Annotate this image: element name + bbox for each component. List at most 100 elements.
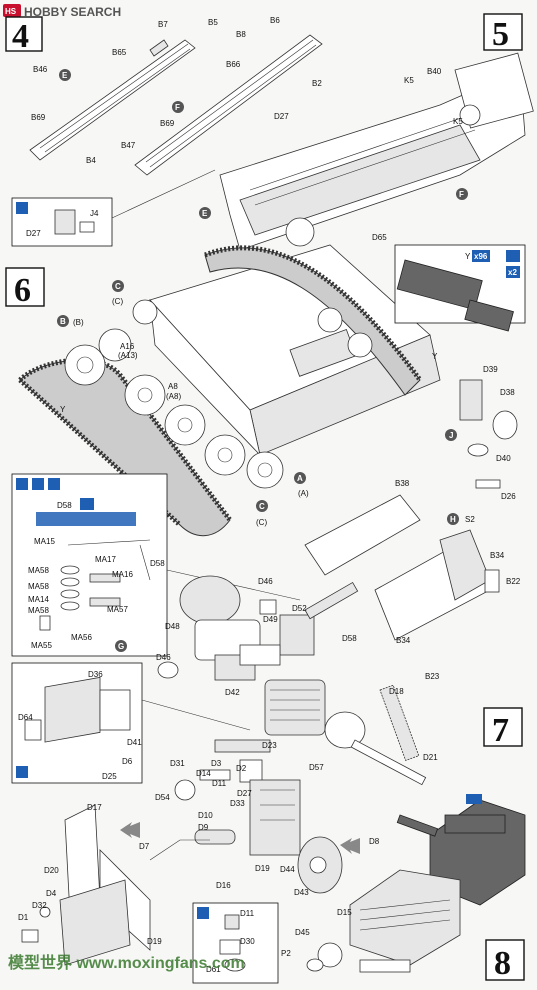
engine-lower-assembly <box>306 869 461 973</box>
rear-hull-panel <box>304 494 500 641</box>
label-d44: D44 <box>280 865 295 874</box>
step-5-number: 5 <box>492 16 509 53</box>
label-d7: D7 <box>139 842 150 851</box>
label-d41: D41 <box>127 738 142 747</box>
label-d26: D26 <box>501 492 516 501</box>
label-ma16: MA16 <box>112 570 133 579</box>
track-lower <box>18 357 232 537</box>
label-d48: D48 <box>165 622 180 631</box>
label-d25: D25 <box>102 772 117 781</box>
label-a8-paren: (A8) <box>166 392 181 401</box>
label-d49: D49 <box>263 615 278 624</box>
label-ma58-2: MA58 <box>28 582 49 591</box>
transmission-assembly <box>157 575 359 681</box>
step-5-box: 5 <box>483 13 523 53</box>
watermark-text: 模型世界 www.moxingfans.com <box>8 953 245 972</box>
label-ma17: MA17 <box>95 555 116 564</box>
step-6-number: 6 <box>14 272 31 309</box>
label-d57: D57 <box>309 763 324 772</box>
label-d31: D31 <box>170 759 185 768</box>
marker-f-2: F <box>459 190 464 199</box>
label-a8: A8 <box>168 382 178 391</box>
label-b8: B8 <box>236 30 246 39</box>
inset-air-filter <box>11 662 251 784</box>
label-b7: B7 <box>158 20 168 29</box>
label-d6: D6 <box>122 757 133 766</box>
label-b40: B40 <box>427 67 442 76</box>
part-labels: B5 B7 B6 B8 B65 B66 B46 K5 B40 B2 B69 B4… <box>18 16 521 974</box>
brake-assembly <box>149 739 301 861</box>
label-d20: D20 <box>44 866 59 875</box>
x2-label: x2 <box>508 268 517 277</box>
label-d2: D2 <box>236 764 247 773</box>
step-7-number: 7 <box>492 712 509 749</box>
label-d42: D42 <box>225 688 240 697</box>
label-d30: D30 <box>240 937 255 946</box>
label-d4: D4 <box>46 889 57 898</box>
hobby-search-logo: HS HOBBY SEARCH <box>3 4 121 19</box>
label-d27-3: D27 <box>237 789 252 798</box>
marker-circles: E F E F B C A C J H G (B) (C) (A) (C) <box>57 69 468 652</box>
label-s2: S2 <box>465 515 475 524</box>
step-8-number: 8 <box>494 945 511 982</box>
marker-j: J <box>449 431 453 440</box>
label-d32: D32 <box>32 901 47 910</box>
label-d61: D61 <box>206 965 221 974</box>
inset-d27-j4 <box>11 169 216 247</box>
label-d58-3: D58 <box>342 634 357 643</box>
label-d11-2: D11 <box>240 909 255 918</box>
inset-machine-gun <box>11 473 301 657</box>
label-a16: A16 <box>120 342 135 351</box>
label-b34-1: B34 <box>490 551 505 560</box>
label-ma55: MA55 <box>31 641 52 650</box>
label-b5: B5 <box>208 18 218 27</box>
label-d27-2: D27 <box>26 229 41 238</box>
label-d3: D3 <box>211 759 222 768</box>
label-b23: B23 <box>425 672 440 681</box>
label-d58-2: D58 <box>150 559 165 568</box>
label-d40: D40 <box>496 454 511 463</box>
marker-c-paren-1: (C) <box>112 297 123 306</box>
marker-c-1: C <box>115 282 121 291</box>
step-6-box: 6 <box>5 267 45 309</box>
label-d9: D9 <box>198 823 209 832</box>
label-d16: D16 <box>216 881 231 890</box>
label-d21: D21 <box>423 753 438 762</box>
label-k5-1: K5 <box>404 76 414 85</box>
inset-d11-d30 <box>192 902 279 984</box>
label-d39: D39 <box>483 365 498 374</box>
step-8-box: 8 <box>485 939 525 982</box>
label-b34-2: B34 <box>396 636 411 645</box>
road-wheels <box>64 299 373 489</box>
label-b4: B4 <box>86 156 96 165</box>
label-ma14: MA14 <box>28 595 49 604</box>
logo-text: HOBBY SEARCH <box>24 5 121 19</box>
cement-icon <box>16 202 28 214</box>
label-d19-1: D19 <box>255 864 270 873</box>
inset-track-links: x96 x2 <box>394 244 526 332</box>
label-d18: D18 <box>389 687 404 696</box>
label-ma56: MA56 <box>71 633 92 642</box>
label-y-1: Y <box>432 352 438 361</box>
label-b2: B2 <box>312 79 322 88</box>
label-ma58-1: MA58 <box>28 566 49 575</box>
label-d36: D36 <box>88 670 103 679</box>
label-d14: D14 <box>196 769 211 778</box>
marker-b: B <box>60 317 66 326</box>
label-b65: B65 <box>112 48 127 57</box>
label-ma15: MA15 <box>34 537 55 546</box>
logo-prefix: HS <box>5 7 17 16</box>
marker-g: G <box>118 642 124 651</box>
label-d33: D33 <box>230 799 245 808</box>
label-d17: D17 <box>87 803 102 812</box>
marker-e-2: E <box>202 209 208 218</box>
marker-a-paren: (A) <box>298 489 309 498</box>
step-4-box: 4 <box>5 16 43 55</box>
label-d46-1: D46 <box>258 577 273 586</box>
marker-a: A <box>297 474 303 483</box>
label-d19-2: D19 <box>147 937 162 946</box>
label-d38: D38 <box>500 388 515 397</box>
label-d58-1: D58 <box>57 501 72 510</box>
firewall-panel <box>21 804 151 966</box>
